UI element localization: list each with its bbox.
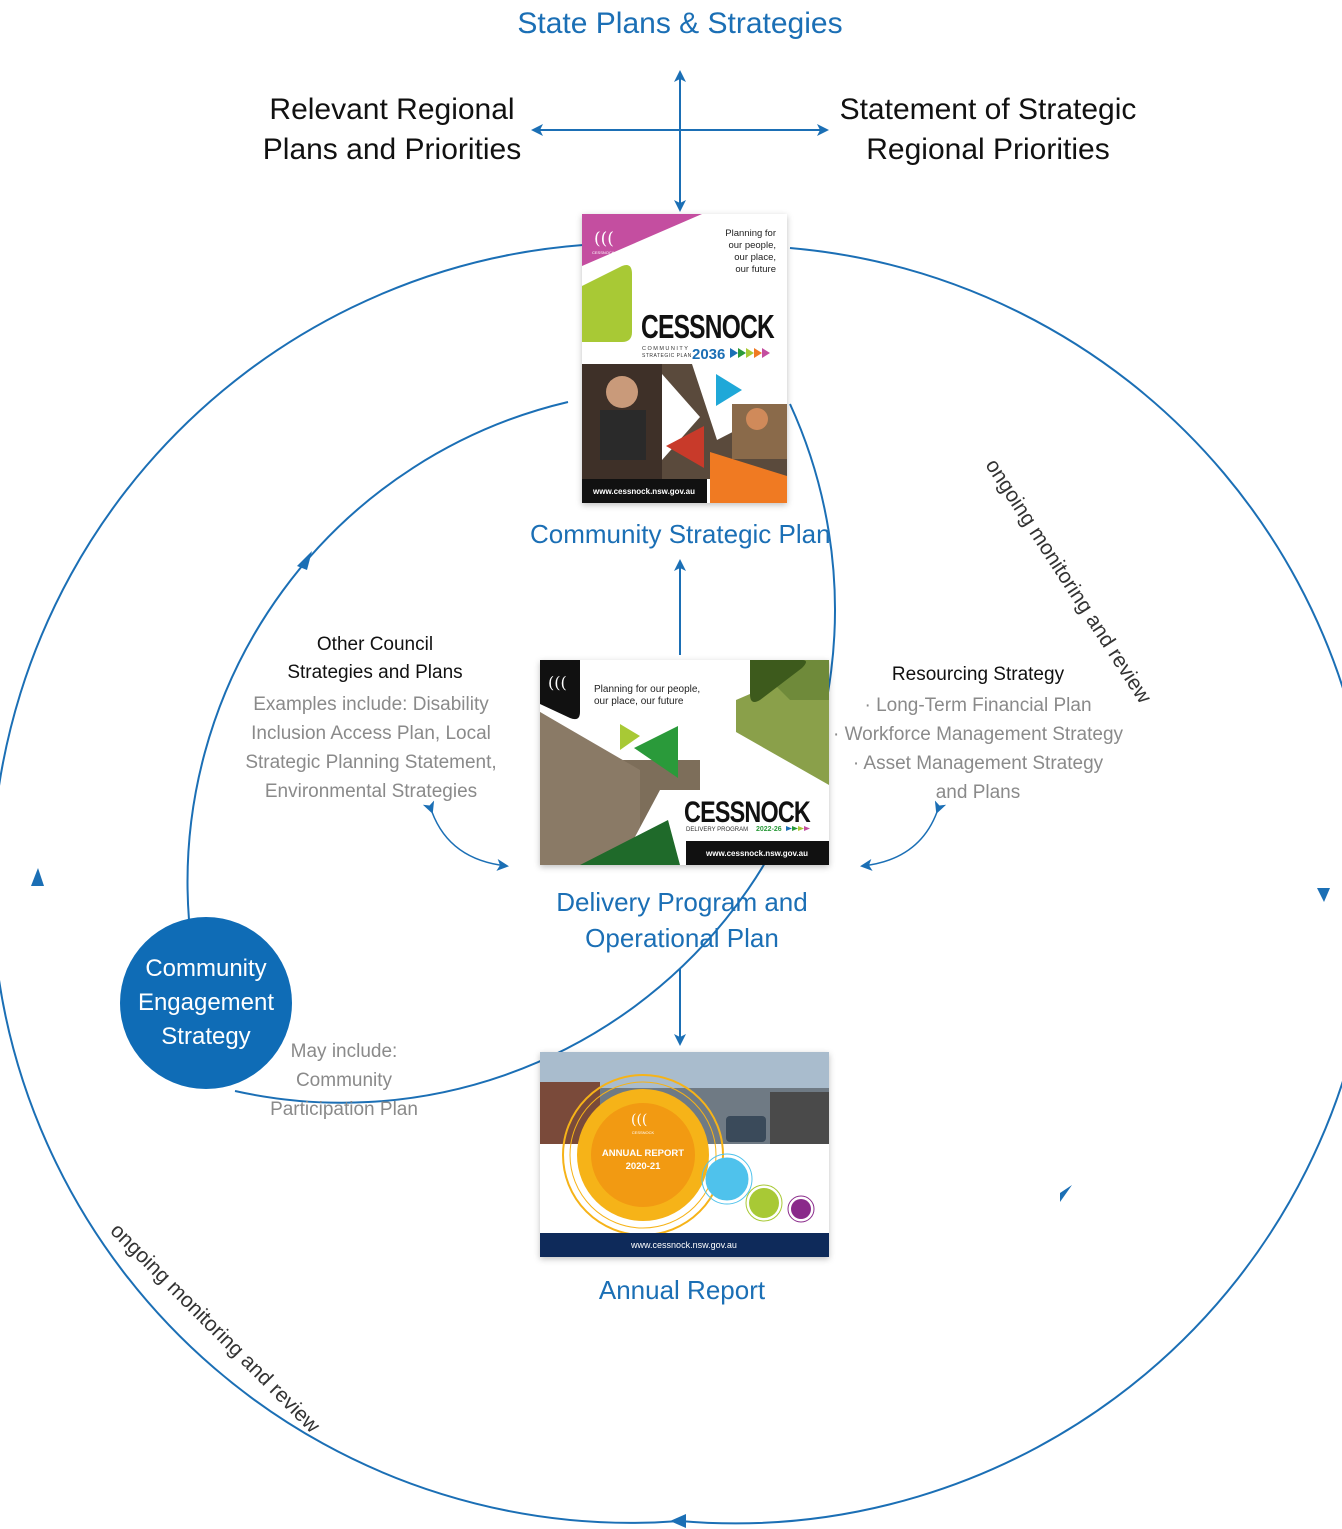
dp-green-tri [634,726,678,778]
outer-arrowhead-bottom [670,1514,686,1528]
dp-years: 2022-26 [756,826,782,833]
dp-label: Delivery Program and Operational Plan [530,884,834,956]
other-council-title-2: Strategies and Plans [287,662,463,683]
other-council-body-3: Strategic Planning Statement, [245,752,497,773]
csp-logo-text: CESSNOCK [592,250,615,255]
outer-cycle-right [679,247,1342,1525]
may-include-note: May include: Community Participation Pla… [266,1037,422,1124]
dp-bottom-green [580,820,680,865]
csp-orange-shape [710,452,787,503]
csp-tagline-2: our people, [728,240,776,251]
dp-url: www.cessnock.nsw.gov.au [705,849,808,858]
ar-title-2: 2020-21 [626,1161,662,1172]
inner-arrowhead-upper-left [297,551,312,570]
ar-label: Annual Report [598,1275,766,1305]
engagement-line-2: Engagement [137,989,275,1016]
dp-sub: DELIVERY PROGRAM [686,827,748,833]
engagement-line-3: Strategy [161,1023,251,1050]
dp-tagline-1: Planning for our people, [594,684,700,695]
ar-cyan-bubble [705,1157,749,1201]
dp-cover: ((( Planning for our people, our place, … [540,660,829,865]
dp-brand: CESSNOCK [684,796,811,829]
strategic-priorities-line-2: Regional Priorities [866,133,1110,166]
resourcing-item-4: and Plans [935,782,1021,803]
csp-lime-shape [582,265,632,342]
other-council-body-1: Examples include: Disability [253,694,489,715]
csp-pink-shape [582,214,702,266]
inner-arrowhead-right [1060,1185,1072,1202]
resourcing-item-1: · Long-Term Financial Plan [864,695,1092,716]
resourcing-title: Resourcing Strategy [891,664,1065,685]
ar-cover-art: ((( CESSNOCK ANNUAL REPORT 2020-21 www.c… [540,1052,829,1257]
logo-mark-icon-ar: ((( [631,1112,647,1128]
dp-url-bar [686,841,829,865]
curve-resourcing-dp [860,800,947,871]
ar-url-bar [540,1233,829,1257]
strategic-priorities-line-1: Statement of Strategic [839,93,1137,126]
csp-red-shape [666,426,704,468]
csp-chevrons [730,348,738,358]
dp-label-1: Delivery Program and [556,887,808,917]
ar-cover: ((( CESSNOCK ANNUAL REPORT 2020-21 www.c… [540,1052,829,1257]
outer-cycle-left [0,244,681,1524]
regional-plans-line-1: Relevant Regional [269,93,515,126]
csp-brand: CESSNOCK [641,308,775,345]
may-include-line-1: May include: [290,1041,398,1062]
outer-arrowhead-right [1317,888,1330,902]
csp-cyan-shape [716,374,742,406]
inner-cycle-right [234,403,836,1104]
resourcing-item-3: · Asset Management Strategy [852,753,1104,774]
csp-tagline-4: our future [735,264,776,275]
other-council-title: Other Council Strategies and Plans [260,631,490,687]
community-engagement-badge: Community Engagement Strategy [120,917,292,1089]
ar-lime-bubble [749,1188,779,1218]
csp-url: www.cessnock.nsw.gov.au [592,487,695,496]
resourcing-item-2: · Workforce Management Strategy [832,724,1124,745]
ar-purple-bubble [791,1199,811,1219]
engagement-line-1: Community [145,955,267,982]
csp-tagline-3: our place, [734,252,776,263]
curve-other-council-dp [422,800,509,871]
inner-cycle-left [186,401,569,921]
csp-label: Community Strategic Plan [530,519,831,549]
dp-label-2: Operational Plan [585,923,779,953]
outer-arrowhead-left [31,868,44,886]
csp-sub-1: COMMUNITY [642,346,689,352]
other-council-body-2: Inclusion Access Plan, Local [251,723,491,744]
csp-white-wedge [662,374,700,460]
ar-logo-text: CESSNOCK [632,1130,655,1135]
dp-tagline-2: our place, our future [594,696,684,707]
csp-url-bar [582,479,707,503]
ar-title-1: ANNUAL REPORT [602,1148,684,1159]
logo-mark-icon: ((( [594,229,614,249]
may-include-line-3: Participation Plan [270,1099,418,1120]
resourcing-list: · Long-Term Financial Plan · Workforce M… [826,691,1130,807]
regional-plans-line-2: Plans and Priorities [262,133,522,166]
other-council-body-4: Environmental Strategies [264,781,478,802]
dp-darkgreen-tab [750,660,806,702]
dp-black-tab [540,660,580,720]
dp-cover-art: ((( Planning for our people, our place, … [540,660,829,865]
other-council-title-1: Other Council [316,634,434,655]
regional-plans-heading: Relevant Regional Plans and Priorities [252,90,532,170]
csp-tagline-1: Planning for [725,228,776,239]
state-plans-heading: State Plans & Strategies [517,7,843,40]
other-council-body: Examples include: Disability Inclusion A… [236,690,506,806]
csp-sub-2: STRATEGIC PLAN [642,353,692,359]
dp-lime-tri [620,724,640,750]
csp-year: 2036 [692,346,725,363]
may-include-line-2: Community [295,1070,393,1091]
csp-cover-art: ((( CESSNOCK Planning for our people, ou… [582,214,787,503]
logo-mark-icon-dp: ((( [548,673,567,692]
csp-cover: ((( CESSNOCK Planning for our people, ou… [582,214,787,503]
strategic-priorities-heading: Statement of Strategic Regional Prioriti… [833,90,1143,170]
ar-url: www.cessnock.nsw.gov.au [630,1240,737,1250]
